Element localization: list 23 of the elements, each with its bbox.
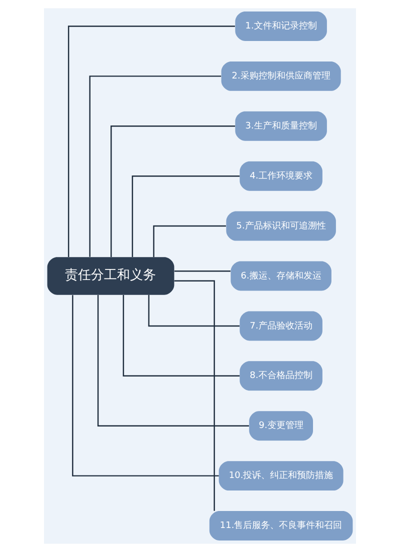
connector xyxy=(132,175,240,257)
connector xyxy=(122,295,240,377)
node-box: 2.采购控制和供应商管理 xyxy=(221,61,341,91)
node-box: 10.投诉、纠正和预防措施 xyxy=(218,461,344,491)
node-box: 4.工作环境要求 xyxy=(240,161,322,191)
connector xyxy=(72,295,219,476)
node-box: 责任分工和义务 xyxy=(47,257,174,295)
node-box: 7.产品验收活动 xyxy=(240,311,322,341)
connector xyxy=(174,270,230,272)
connector xyxy=(110,126,236,258)
connector xyxy=(153,225,226,258)
node-box: 3.生产和质量控制 xyxy=(235,111,327,141)
node-box: 5.产品标识和可追溯性 xyxy=(226,211,336,241)
node-box: 1.文件和记录控制 xyxy=(235,12,327,41)
connector xyxy=(174,280,215,511)
node-box: 6.搬运、存储和发运 xyxy=(230,261,332,291)
connector xyxy=(68,26,235,258)
connector xyxy=(97,294,249,426)
connector xyxy=(89,76,222,257)
node-box: 8.不合格品控制 xyxy=(240,361,322,391)
node-box: 9.变更管理 xyxy=(249,411,313,441)
connector xyxy=(148,294,240,327)
node-box: 11.售后服务、不良事件和召回 xyxy=(209,511,353,540)
